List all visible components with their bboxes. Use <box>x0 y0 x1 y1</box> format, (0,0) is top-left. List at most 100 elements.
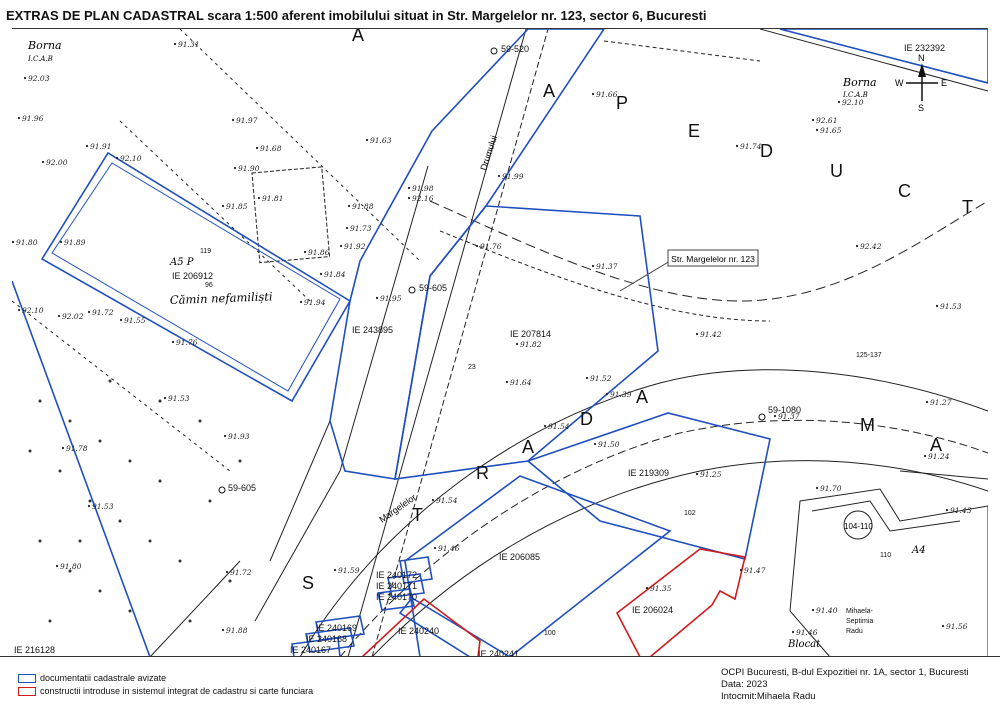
elevation-label: 91.93 <box>228 432 250 441</box>
elevation-dot <box>231 118 235 122</box>
elevation-label: 92.00 <box>46 158 68 167</box>
elevation-label: 91.40 <box>816 606 838 615</box>
label-ie240241: IE 240241 <box>478 649 519 657</box>
elevation-dot <box>221 628 225 632</box>
elevation-label: 91.73 <box>350 224 372 233</box>
elevation-dot <box>543 424 547 428</box>
apeduct-letter-t: T <box>962 197 973 217</box>
apeduct-letter-c: C <box>898 181 911 201</box>
legend-swatch-red <box>18 687 36 696</box>
address-125-137: 125-137 <box>856 352 882 359</box>
cadastral-map[interactable]: Str. Margelelor nr. 123 IE 232392 IE 206… <box>12 28 988 657</box>
elevation-label: 91.50 <box>598 440 620 449</box>
stamp-line-2: Septimia <box>846 618 873 625</box>
elevation-label: 91.86 <box>308 248 330 257</box>
elevation-dot <box>407 186 411 190</box>
plantation-dots <box>28 379 242 623</box>
elevation-dot <box>935 304 939 308</box>
base-map-lines <box>12 29 988 657</box>
elevation-label: 91.25 <box>700 470 722 479</box>
elevation-label: 92.61 <box>816 116 837 125</box>
elevation-dot <box>61 446 65 450</box>
elevation-label: 91.80 <box>60 562 82 571</box>
elevation-dot <box>375 296 379 300</box>
elevation-dot <box>505 380 509 384</box>
elevation-label: 91.47 <box>744 566 766 575</box>
elevation-label: 91.31 <box>178 40 199 49</box>
elevation-label: 91.35 <box>650 584 672 593</box>
north-arrow-icon: N E S W <box>895 53 947 113</box>
elevation-label: 91.53 <box>92 502 114 511</box>
elevation-dot <box>591 92 595 96</box>
elevation-label: 91.52 <box>590 374 612 383</box>
legend-item-avizate: documentatii cadastrale avizate <box>18 672 313 685</box>
elevation-label: 91.55 <box>124 316 146 325</box>
legend-label-avizate: documentatii cadastrale avizate <box>40 673 167 683</box>
elevation-dot <box>41 160 45 164</box>
elevation-label: 91.97 <box>236 116 258 125</box>
elevation-dot <box>225 570 229 574</box>
parcel-ie240170 <box>377 588 415 611</box>
elevation-label: 91.92 <box>344 242 366 251</box>
issuer-info: OCPI Bucuresti, B-dul Expozitiei nr. 1A,… <box>721 667 969 703</box>
elevation-label: 91.82 <box>520 340 542 349</box>
signature-stamp: Mihaela- Septimia Radu <box>846 608 874 635</box>
elevation-label: 91.37 <box>596 262 618 271</box>
elevation-label: 92.02 <box>62 312 84 321</box>
elevation-dot <box>475 244 479 248</box>
elevation-label: 92.42 <box>860 242 882 251</box>
elevation-label: 91.96 <box>22 114 44 123</box>
elevation-dot <box>941 624 945 628</box>
compass-n: N <box>918 53 925 63</box>
borna-label-left: Borna <box>27 39 62 52</box>
legend-swatch-blue <box>18 674 36 683</box>
callout-label: Str. Margelelor nr. 123 <box>671 254 755 264</box>
address-110: 110 <box>880 552 891 559</box>
construction-ie206024 <box>615 548 746 657</box>
road-letter-r: R <box>476 463 489 483</box>
apeduct-letter-a: A <box>543 81 555 101</box>
apeduct-letter-e: E <box>688 121 700 141</box>
label-ie240172: IE 240172 <box>376 570 417 580</box>
elevation-dot <box>433 546 437 550</box>
compass-e: E <box>941 78 947 88</box>
elevation-label: 91.24 <box>928 452 950 461</box>
elevation-dot <box>695 332 699 336</box>
elevation-label: 91.63 <box>370 136 392 145</box>
legend-item-constructii: constructii introduse in sistemul integr… <box>18 685 313 698</box>
elevation-dot <box>645 586 649 590</box>
parcel-ie219309 <box>526 412 771 560</box>
elevation-dot <box>695 472 699 476</box>
elevation-dot <box>585 376 589 380</box>
page-title: EXTRAS DE PLAN CADASTRAL scara 1:500 afe… <box>6 8 707 23</box>
elevation-dot <box>431 498 435 502</box>
survey-point-59-605-b: 59-605 <box>228 483 256 493</box>
building-code: A5 P <box>169 257 194 268</box>
elevation-label: 91.39 <box>610 390 632 399</box>
elevation-dot <box>87 310 91 314</box>
elevation-dot <box>365 138 369 142</box>
elevation-dot <box>497 174 501 178</box>
apeduct-letter-d: D <box>760 141 773 161</box>
parcels-constructii <box>360 548 746 657</box>
parcel-lower-strip <box>398 596 512 657</box>
elevation-dot <box>257 196 261 200</box>
address-96: 96 <box>205 282 213 289</box>
elevation-label: 91.53 <box>940 302 962 311</box>
elevation-label: 91.42 <box>700 330 722 339</box>
elevation-dot <box>233 166 237 170</box>
elevation-dot <box>223 434 227 438</box>
elevation-label: 91.76 <box>480 242 502 251</box>
elevation-dot <box>255 146 259 150</box>
construction-ie240240 <box>360 597 481 657</box>
elevation-dot <box>605 392 609 396</box>
elevation-dot <box>119 318 123 322</box>
elevation-label: 91.68 <box>260 144 282 153</box>
blocat-label: Blocat <box>787 639 821 650</box>
elevation-label: 91.78 <box>66 444 88 453</box>
elevation-dot <box>171 340 175 344</box>
elevation-dot <box>837 100 841 104</box>
elevation-dot <box>739 568 743 572</box>
